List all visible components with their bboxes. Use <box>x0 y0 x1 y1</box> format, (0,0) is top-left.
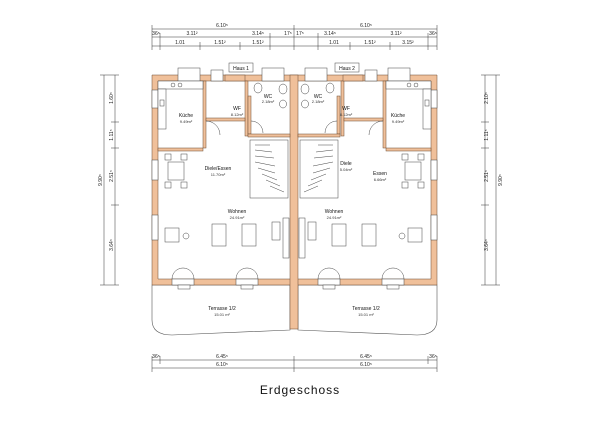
dim-right-total: 9.90⁵ <box>498 174 504 186</box>
wf-right-area: 8.12m² <box>340 112 353 117</box>
dim-corner-bl: 36⁵ <box>152 354 160 360</box>
wc-fixtures <box>205 82 384 136</box>
stairs <box>249 139 339 199</box>
dim-top-inner-5: 1.51² <box>364 40 376 46</box>
dim-right-4: 3.64⁵ <box>484 239 490 251</box>
kitchen-fixtures <box>157 80 432 130</box>
dim-bottom-2: 6.45⁵ <box>360 354 372 360</box>
wf-right-label: WF <box>342 106 350 112</box>
dim-bottom-3: 6.10⁵ <box>216 362 228 368</box>
dim-left-2: 1.11⁵ <box>109 129 115 140</box>
wc-right-label: WC <box>314 94 323 100</box>
right-dimensions <box>481 74 500 286</box>
dim-right-3: 2.51⁵ <box>484 170 490 182</box>
diele-area: 5.04m² <box>340 167 353 172</box>
dim-top-total-right: 6.10⁵ <box>360 23 372 29</box>
dim-top-mid-3: 3.14⁵ <box>324 31 336 37</box>
dim-bottom-4: 6.10⁵ <box>360 362 372 368</box>
living-furniture <box>164 217 423 259</box>
dim-top-total-left: 6.10⁵ <box>216 23 228 29</box>
dim-top-mid-small-a: 17⁵ <box>284 31 292 37</box>
wohnen-left-label: Wohnen <box>228 209 247 215</box>
dim-left-total: 9.90⁵ <box>98 174 104 186</box>
essen-label: Essen <box>373 171 387 177</box>
house-label-boxes <box>228 62 360 73</box>
terrace-doors <box>171 267 405 290</box>
top-dimensions <box>151 25 438 50</box>
wohnen-right-label: Wohnen <box>325 209 344 215</box>
terrasse-right-label: Terrasse 1/2 <box>352 306 380 312</box>
dim-corner-br: 36⁵ <box>429 354 437 360</box>
dim-corner-tr: 36⁵ <box>429 31 437 37</box>
terrasse-left-area: 15.01 m² <box>214 312 230 317</box>
wc-left-area: 2.18m² <box>262 99 275 104</box>
essen-area: 6.66m² <box>374 177 387 182</box>
kueche-right-label: Küche <box>391 113 405 119</box>
dim-top-inner-2: 1.51² <box>214 40 226 46</box>
dim-top-inner-1: 1.01 <box>175 40 185 46</box>
wf-left-label: WF <box>233 106 241 112</box>
wohnen-left-area: 24.91m² <box>230 215 245 220</box>
dining-tables <box>164 153 425 189</box>
page-title: Erdgeschoss <box>259 383 341 397</box>
diele-label: Diele <box>340 161 352 167</box>
diele-essen-label: Diele/Essen <box>205 166 232 172</box>
kueche-right-area: 9.49m² <box>392 119 405 124</box>
kueche-left-label: Küche <box>179 113 193 119</box>
dim-top-inner-3: 1.51² <box>252 40 264 46</box>
dim-top-inner-4: 1.01 <box>329 40 339 46</box>
dim-left-4: 3.64⁵ <box>109 239 115 251</box>
kueche-left-area: 9.49m² <box>180 119 193 124</box>
walls <box>151 74 438 330</box>
wohnen-right-area: 24.91m² <box>327 215 342 220</box>
dim-right-2: 1.11⁵ <box>484 129 490 140</box>
house-2-label: Haus 2 <box>339 66 355 72</box>
terrasse-right-area: 15.01 m² <box>358 312 374 317</box>
dim-bottom-1: 6.45⁵ <box>216 354 228 360</box>
house-1-label: Haus 1 <box>233 66 249 72</box>
dim-top-mid-small-b: 17⁵ <box>296 31 304 37</box>
left-dimensions <box>100 74 119 286</box>
dim-top-mid-1: 3.11² <box>186 31 197 37</box>
bottom-dimensions <box>151 356 438 372</box>
top-windows <box>177 67 411 82</box>
terraces <box>151 284 438 336</box>
dim-left-3: 2.51⁵ <box>109 170 115 182</box>
wf-left-area: 8.12m² <box>231 112 244 117</box>
wc-left-label: WC <box>264 94 273 100</box>
dim-top-mid-2: 3.14⁵ <box>252 31 264 37</box>
terrasse-left-label: Terrasse 1/2 <box>208 306 236 312</box>
diele-essen-area: 11.70m² <box>211 172 226 177</box>
dim-top-inner-6: 3.15² <box>402 40 414 46</box>
dim-top-mid-4: 3.11² <box>390 31 401 37</box>
dim-corner-tl: 36⁵ <box>152 31 160 37</box>
wc-right-area: 2.18m² <box>312 99 325 104</box>
dim-right-1: 2.10⁵ <box>484 92 490 104</box>
dim-left-1: 1.60⁵ <box>109 92 115 104</box>
